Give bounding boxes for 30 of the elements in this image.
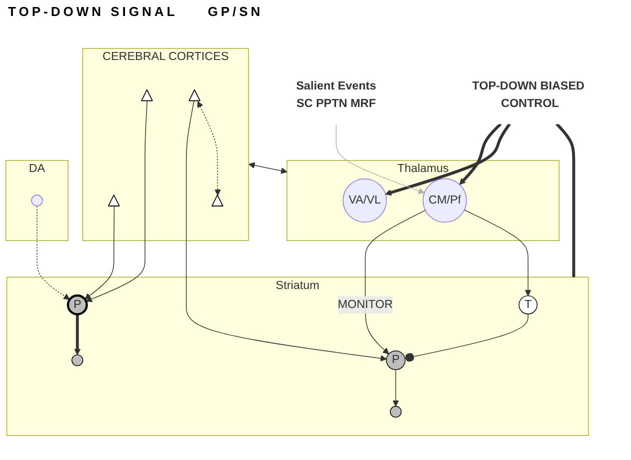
cluster: CEREBRAL CORTICES (82, 48, 249, 241)
arrow (36, 206, 70, 300)
arrow (84, 206, 115, 300)
arrow (86, 100, 148, 302)
arrow (364, 210, 426, 354)
node-circle: VA/VL (342, 178, 387, 223)
arrow (459, 122, 502, 185)
node-circle: P (386, 350, 406, 370)
node-circle: CM/Pf (422, 178, 467, 223)
arrow (385, 122, 511, 196)
node-circle: T (518, 295, 538, 314)
edge-label: MONITOR (338, 298, 393, 311)
node-circle (31, 194, 43, 206)
node-circle (390, 406, 402, 418)
arrow (336, 123, 425, 194)
node-text: Salient Events SC PPTN MRF (296, 80, 376, 110)
connector (556, 122, 576, 278)
node-circle (72, 354, 84, 366)
region-label: GP/SN (208, 4, 264, 19)
arrow (464, 210, 532, 296)
node-circle: P (66, 294, 88, 316)
arrow (392, 369, 399, 407)
arrow (197, 101, 221, 196)
arrow (74, 314, 81, 356)
cluster: DA (6, 160, 68, 241)
node-text: TOP-DOWN BIASED CONTROL (472, 80, 585, 110)
region-label: TOP-DOWN SIGNAL (8, 4, 178, 19)
arrow (186, 100, 387, 362)
connector (404, 314, 528, 362)
arrow (248, 162, 288, 174)
